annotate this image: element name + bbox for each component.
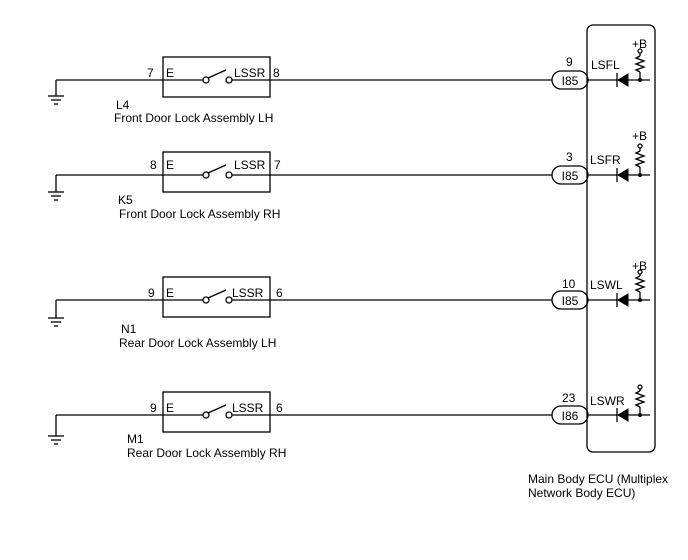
device-name: Rear Door Lock Assembly LH: [119, 336, 276, 350]
switch-label-e: E: [166, 286, 174, 300]
pullup-resistor-symbol: [634, 269, 646, 302]
device-name: Front Door Lock Assembly RH: [119, 207, 280, 221]
switch-symbol: [163, 164, 270, 179]
diode-symbol: [616, 73, 629, 87]
diode-symbol: [616, 168, 629, 182]
switch-label-lssr: LSSR: [232, 286, 264, 300]
device-code: M1: [127, 432, 144, 446]
supply-label: +B: [632, 129, 647, 143]
signal-label: LSFL: [591, 58, 620, 72]
door-lock-switch-box: [162, 391, 271, 433]
signal-label: LSWL: [590, 278, 623, 292]
circuit-rear-lh: 9 E LSSR 6 10 I85 LSWL +B N1 R: [48, 259, 650, 350]
switch-symbol: [163, 404, 270, 419]
ground-symbol: [48, 175, 64, 201]
supply-label: +B: [632, 259, 647, 273]
connector-id: I85: [562, 169, 579, 183]
pin-left: 8: [150, 158, 157, 172]
ecu-name-line1: Main Body ECU (Multiplex: [528, 472, 668, 486]
ecu-pin: 10: [562, 277, 576, 291]
switch-symbol: [163, 289, 270, 304]
device-code: K5: [118, 193, 133, 207]
switch-label-lssr: LSSR: [234, 66, 266, 80]
device-name: Rear Door Lock Assembly RH: [127, 446, 286, 460]
ground-symbol: [48, 300, 64, 327]
pin-left: 7: [147, 66, 154, 80]
circuit-front-lh: 7 E LSSR 8 9 I85 LSFL +B L4 Fr: [48, 37, 650, 125]
circuit-front-rh: 8 E LSSR 7 3 I85 LSFR +B K5 Fr: [48, 129, 650, 221]
switch-symbol: [163, 69, 270, 84]
pin-right: 6: [276, 401, 283, 415]
door-lock-switch-box: [162, 276, 271, 318]
pin-right: 8: [273, 66, 280, 80]
pin-left: 9: [148, 286, 155, 300]
circuit-rear-rh: 9 E LSSR 6 23 I86 LSWR M1 Rear Doo: [48, 384, 650, 460]
switch-label-e: E: [166, 401, 174, 415]
connector-id: I85: [562, 294, 579, 308]
ground-symbol: [48, 80, 64, 105]
door-lock-switch-box: [162, 56, 271, 98]
connector-id: I86: [562, 409, 579, 423]
ecu-box: [586, 24, 656, 453]
pin-right: 6: [276, 286, 283, 300]
connector-id: I85: [562, 74, 579, 88]
switch-label-e: E: [166, 158, 174, 172]
door-lock-switch-box: [162, 151, 271, 193]
pullup-resistor-symbol: [634, 143, 646, 177]
ecu-pin: 23: [562, 391, 576, 405]
signal-label: LSWR: [590, 394, 625, 408]
device-code: N1: [121, 322, 137, 336]
ground-symbol: [48, 415, 64, 445]
switch-label-lssr: LSSR: [234, 158, 266, 172]
ecu-name-line2: Network Body ECU): [528, 486, 635, 500]
pin-left: 9: [150, 401, 157, 415]
ecu-pin: 9: [566, 55, 573, 69]
diode-symbol: [616, 293, 629, 307]
diode-symbol: [616, 408, 629, 422]
device-name: Front Door Lock Assembly LH: [114, 111, 273, 125]
ecu-pin: 3: [566, 150, 573, 164]
switch-label-e: E: [166, 66, 174, 80]
pin-right: 7: [274, 158, 281, 172]
pullup-resistor-symbol: [634, 384, 646, 417]
supply-label: +B: [632, 37, 647, 51]
device-code: L4: [116, 98, 130, 112]
signal-label: LSFR: [590, 153, 621, 167]
pullup-resistor-symbol: [634, 48, 646, 82]
switch-label-lssr: LSSR: [232, 401, 264, 415]
